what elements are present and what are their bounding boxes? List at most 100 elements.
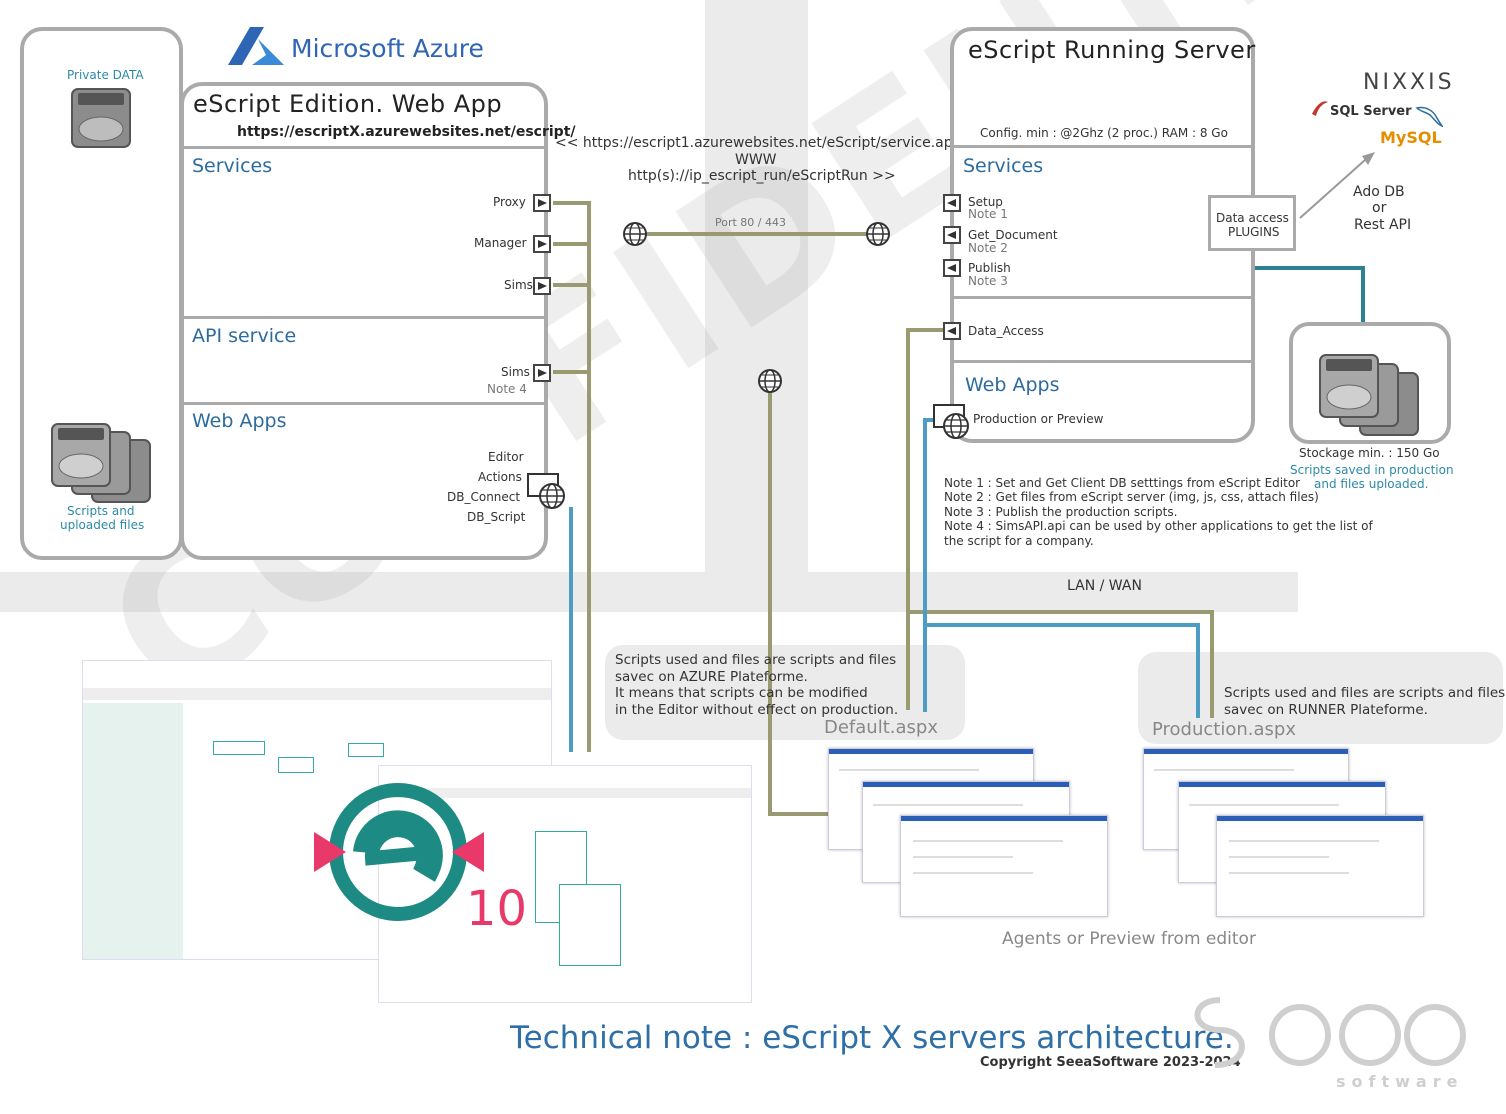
plugins-line1: Data access xyxy=(1216,211,1289,225)
db-line2: or xyxy=(1372,200,1387,216)
scripts-store-line2: uploaded files xyxy=(60,518,145,532)
storage-line1: Scripts saved in production xyxy=(1290,463,1454,477)
note3-label: Note 3 xyxy=(968,274,1008,288)
plugins-line2: PLUGINS xyxy=(1228,225,1280,239)
db-line1: Ado DB xyxy=(1353,184,1405,200)
runner-config: Config. min : @2Ghz (2 proc.) RAM : 8 Go xyxy=(980,126,1228,140)
note-line-2: Note 2 : Get files from eScript server (… xyxy=(944,490,1319,504)
default-line-1: Scripts used and files are scripts and f… xyxy=(615,652,897,668)
port-label: Port 80 / 443 xyxy=(715,216,786,229)
blue-prod-link xyxy=(923,418,940,712)
azure-logo-icon xyxy=(228,27,284,65)
prod-preview-label: Production or Preview xyxy=(973,412,1104,426)
edition-services-title: Services xyxy=(192,155,273,177)
run-url: http(s)://ip_escript_run/eScriptRun >> xyxy=(628,168,896,184)
mysql-logo: MySQL xyxy=(1380,128,1442,147)
mysql-dolphin-icon xyxy=(1415,106,1443,128)
editor-screenshot-front xyxy=(378,765,752,1003)
storage-size: Stockage min. : 150 Go xyxy=(1299,446,1440,460)
sims-connector-icon[interactable] xyxy=(533,277,551,295)
globe-middle-icon xyxy=(758,369,782,393)
default-line-3: It means that scripts can be modified xyxy=(615,685,868,701)
edition-title: eScript Edition. Web App xyxy=(193,90,503,118)
default-aspx-label: Default.aspx xyxy=(824,717,938,738)
manager-label: Manager xyxy=(474,236,527,250)
webapps-globe-icon[interactable] xyxy=(527,473,567,511)
olive-connector-proxy xyxy=(553,201,591,752)
runner-separator-3 xyxy=(952,360,1252,363)
production-aspx-label: Production.aspx xyxy=(1152,719,1296,740)
agents-caption: Agents or Preview from editor xyxy=(1002,929,1256,949)
footer-title: Technical note : eScript X servers archi… xyxy=(510,1020,1234,1056)
proxy-connector-icon[interactable] xyxy=(533,194,551,212)
actions-label: Actions xyxy=(478,470,522,484)
lanwan-label: LAN / WAN xyxy=(1067,578,1142,594)
seea-logo-icon xyxy=(1194,997,1466,1068)
runner-separator-1 xyxy=(952,145,1252,148)
publish-connector-icon[interactable] xyxy=(943,259,961,277)
plugins-box xyxy=(1208,195,1296,251)
www-label: WWW xyxy=(735,152,777,168)
runner-title: eScript Running Server xyxy=(968,36,1256,64)
azure-label: Microsoft Azure xyxy=(291,34,484,63)
sqlserver-logo: SQL Server xyxy=(1330,104,1412,119)
note1-label: Note 1 xyxy=(968,207,1008,221)
private-data-label: Private DATA xyxy=(67,68,144,82)
publish-label: Publish xyxy=(968,261,1011,275)
globe-left-icon xyxy=(623,222,647,246)
olive-lanwan-link xyxy=(908,610,1214,718)
runner-webapps-title: Web Apps xyxy=(965,374,1060,396)
db-connect-label: DB_Connect xyxy=(447,490,521,504)
note-line-5: the script for a company. xyxy=(944,534,1094,548)
blue-production-link xyxy=(925,623,1200,718)
production-line-1: Scripts used and files are scripts and f… xyxy=(1224,685,1506,701)
api-sims-connector-icon[interactable] xyxy=(533,364,551,382)
default-agent-screenshot-3 xyxy=(900,815,1108,917)
get-document-connector-icon[interactable] xyxy=(943,226,961,244)
escript-edition-container xyxy=(180,82,548,560)
edition-separator-2 xyxy=(182,316,546,319)
default-panel-bg xyxy=(605,645,965,740)
api-note-label: Note 4 xyxy=(487,382,527,396)
nixxis-logo: NIXXIS xyxy=(1363,70,1455,95)
data-access-connector-icon[interactable] xyxy=(943,322,961,340)
db-script-label: DB_Script xyxy=(467,510,526,524)
seea-software-word: software xyxy=(1336,1072,1464,1091)
db-line3: Rest API xyxy=(1354,217,1412,233)
background-vertical-strip xyxy=(705,0,808,600)
api-service-title: API service xyxy=(192,325,297,347)
edition-separator-1 xyxy=(182,146,546,149)
scripts-store-line1: Scripts and xyxy=(67,504,135,518)
edition-separator-3 xyxy=(182,402,546,405)
scripts-storage-icon xyxy=(51,423,151,503)
prod-preview-globe-icon[interactable] xyxy=(933,404,973,440)
olive-default-link xyxy=(768,392,828,816)
get-document-label: Get_Document xyxy=(968,228,1058,242)
note2-label: Note 2 xyxy=(968,241,1008,255)
footer-copyright: Copyright SeeaSoftware 2023-2024 xyxy=(980,1055,1241,1070)
setup-label: Setup xyxy=(968,195,1003,209)
running-server-container xyxy=(950,27,1255,443)
default-line-4: in the Editor without effect on producti… xyxy=(615,702,899,718)
sims-label: Sims xyxy=(504,278,533,292)
editor-label: Editor xyxy=(488,450,524,464)
note-line-3: Note 3 : Publish the production scripts. xyxy=(944,505,1178,519)
note-line-4: Note 4 : SimsAPI.api can be used by othe… xyxy=(944,519,1373,533)
default-line-2: savec on AZURE Plateforme. xyxy=(615,669,808,685)
setup-connector-icon[interactable] xyxy=(943,194,961,212)
edition-url[interactable]: https://escriptX.azurewebsites.net/escri… xyxy=(237,124,576,140)
hard-drive-icon xyxy=(71,88,131,148)
edition-webapps-title: Web Apps xyxy=(192,410,287,432)
storage-disks-icon xyxy=(1319,354,1419,436)
data-access-label: Data_Access xyxy=(968,324,1044,338)
prod-agent-screenshot-3 xyxy=(1216,815,1424,917)
api-sims-label: Sims xyxy=(501,365,530,379)
proxy-label: Proxy xyxy=(493,195,526,209)
manager-connector-icon[interactable] xyxy=(533,235,551,253)
runner-separator-2 xyxy=(952,296,1252,299)
globe-right-icon xyxy=(866,222,890,246)
production-line-2: savec on RUNNER Plateforme. xyxy=(1224,702,1428,718)
service-api-url: << https://escript1.azurewebsites.net/eS… xyxy=(555,135,957,151)
background-horizontal-strip xyxy=(0,572,1298,612)
note-line-1: Note 1 : Set and Get Client DB setttings… xyxy=(944,476,1301,490)
